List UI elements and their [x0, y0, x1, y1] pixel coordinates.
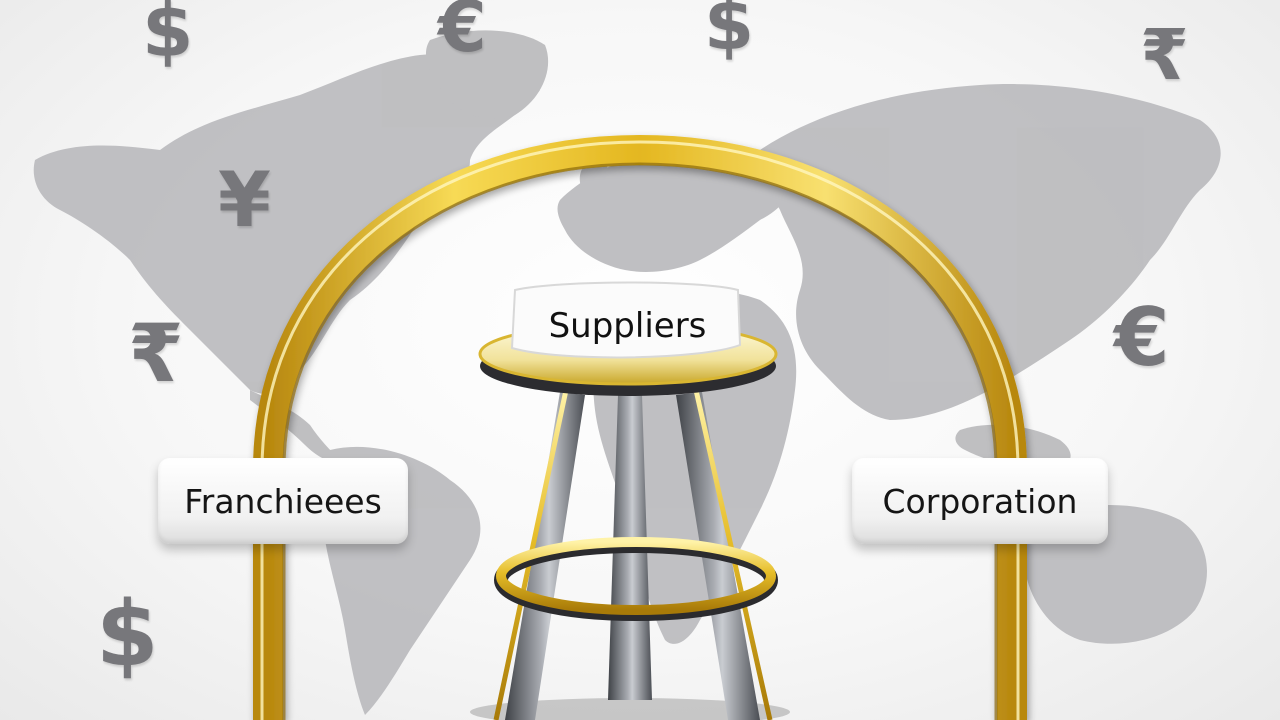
rupee-icon: ₹ [128, 307, 184, 400]
dollar-icon: $ [704, 0, 755, 66]
franchisees-label: Franchieees [158, 458, 408, 544]
golden-arch [253, 134, 1027, 720]
corporation-label: Corporation [852, 458, 1108, 544]
dollar-icon: $ [142, 0, 194, 74]
franchisees-label-text: Franchieees [184, 481, 382, 521]
yen-icon: ¥ [218, 155, 271, 244]
euro-icon: € [438, 0, 487, 68]
arch-inner-edge [282, 162, 998, 720]
greenland-shape [425, 30, 549, 119]
north-america-shape [33, 53, 540, 394]
corporation-label-text: Corporation [882, 481, 1078, 521]
dollar-icon: $ [96, 582, 159, 687]
stool-foot-ring-gold [496, 537, 776, 615]
stool-shadow [470, 698, 790, 720]
euro-icon: € [1114, 291, 1170, 384]
arch-highlight [260, 140, 1020, 720]
stool-seat-cushion [510, 281, 742, 359]
europe-shape [557, 143, 793, 272]
uk-shape [579, 159, 609, 197]
rupee-icon: ₹ [1140, 14, 1189, 96]
arch-outer [253, 134, 1027, 720]
suppliers-label: Suppliers [548, 306, 707, 346]
asia-shape [759, 84, 1221, 420]
japan-shape [1087, 224, 1119, 290]
supplier-stool [470, 281, 790, 720]
